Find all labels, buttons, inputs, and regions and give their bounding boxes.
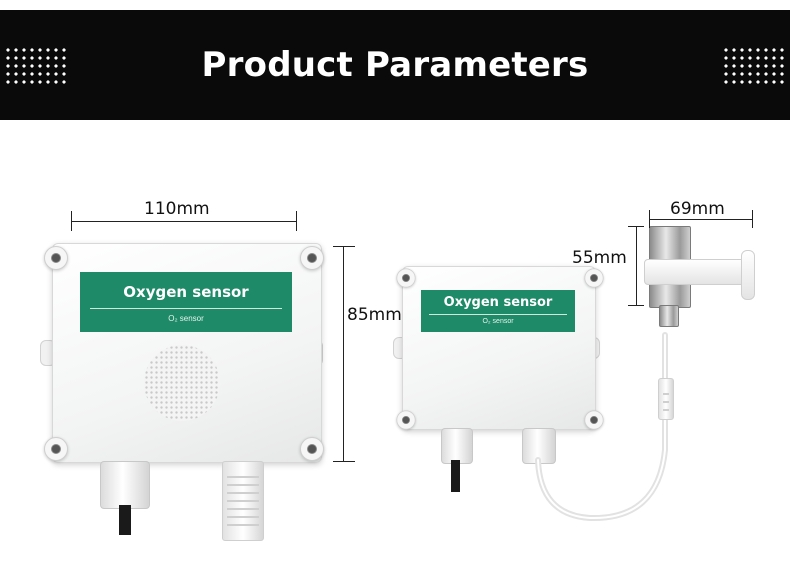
- mount-hole-bottom-left-icon: [396, 410, 416, 430]
- probe-cable: [535, 332, 668, 522]
- width-dimension-line: [71, 221, 297, 222]
- probe-width-tick-right: [752, 210, 753, 228]
- label-divider: [90, 308, 282, 309]
- mount-hole-top-left-icon: [44, 246, 68, 270]
- power-cable: [451, 460, 460, 492]
- probe-connector: [659, 305, 679, 327]
- sensor-label: Oxygen sensor O₂ sensor: [421, 290, 575, 332]
- mount-hole-top-right-icon: [584, 268, 604, 288]
- sensor-probe: [222, 461, 264, 541]
- header-banner: Product Parameters: [0, 10, 790, 120]
- width-dimension-label: 110mm: [144, 199, 210, 219]
- height-dimension-label: 85mm: [347, 305, 402, 325]
- label-subtitle: O₂ sensor: [168, 314, 204, 323]
- dot-pattern-right-icon: [722, 46, 788, 86]
- mount-hole-top-right-icon: [300, 246, 324, 270]
- mount-hole-bottom-right-icon: [300, 437, 324, 461]
- probe-width-line: [649, 219, 753, 220]
- width-dimension-tick-left: [71, 211, 72, 231]
- height-dimension-line: [343, 246, 344, 462]
- probe-width-label: 69mm: [670, 199, 725, 219]
- probe-cable-highlight: [537, 334, 666, 520]
- dot-pattern-left-icon: [4, 46, 70, 86]
- mount-hole-top-left-icon: [396, 268, 416, 288]
- cable-gland: [100, 461, 150, 509]
- mount-hole-bottom-left-icon: [44, 437, 68, 461]
- probe-height-label: 55mm: [572, 248, 627, 268]
- probe-flow-adapter: [644, 259, 746, 285]
- mount-hole-bottom-right-icon: [584, 410, 604, 430]
- power-cable: [119, 505, 131, 535]
- label-divider: [429, 314, 567, 315]
- height-dimension-tick-bottom: [333, 461, 355, 462]
- cable-gland: [441, 428, 473, 464]
- probe-flange: [741, 250, 755, 300]
- probe-height-line: [636, 226, 637, 306]
- probe-cable-path: [535, 332, 668, 522]
- banner-title: Product Parameters: [201, 45, 589, 85]
- height-dimension-tick-top: [333, 246, 355, 247]
- cable-connector: [658, 378, 674, 420]
- label-subtitle: O₂ sensor: [482, 318, 514, 325]
- probe-height-tick-top: [628, 226, 644, 227]
- width-dimension-tick-right: [296, 211, 297, 231]
- label-title: Oxygen sensor: [443, 295, 553, 310]
- probe-height-tick-bottom: [628, 305, 644, 306]
- label-title: Oxygen sensor: [123, 283, 249, 301]
- probe-width-tick-left: [649, 210, 650, 228]
- vent-grille: [144, 345, 220, 421]
- sensor-label: Oxygen sensor O₂ sensor: [80, 272, 292, 332]
